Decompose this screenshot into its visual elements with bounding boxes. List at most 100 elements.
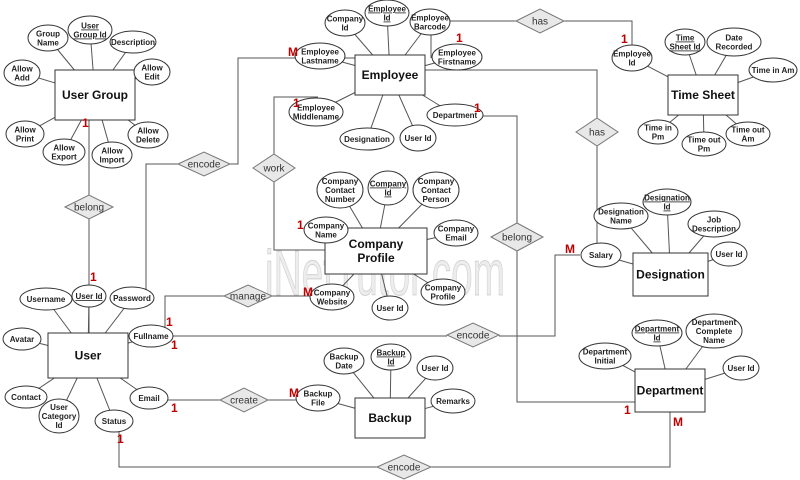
attribute-bk-user-id[interactable]: User Id <box>416 355 454 381</box>
cardinality-ts-has: 1 <box>621 32 628 46</box>
attribute-bk-backup-date-label: Backup <box>330 353 359 362</box>
attribute-des-user-id[interactable]: User Id <box>710 241 748 267</box>
relationship-encode-1[interactable]: encode <box>176 151 232 177</box>
relationship-belong-2[interactable]: belong <box>489 222 545 252</box>
attribute-cp-company-name-label: Company <box>308 222 345 231</box>
entity-department[interactable]: Department <box>634 368 706 413</box>
relationship-belong-2-label: belong <box>502 233 532 244</box>
conn-work-cp <box>273 182 325 251</box>
attribute-usr-username-label: Username <box>27 295 66 304</box>
entity-backup[interactable]: Backup <box>354 397 426 439</box>
attribute-dep-user-id[interactable]: User Id <box>722 355 760 381</box>
attribute-usr-avatar[interactable]: Avatar <box>2 327 42 351</box>
attribute-des-salary[interactable]: Salary <box>580 242 622 268</box>
relationship-create[interactable]: create <box>218 387 270 413</box>
attribute-usr-username[interactable]: Username <box>19 287 73 311</box>
relationship-manage[interactable]: manage <box>222 284 274 308</box>
entity-user[interactable]: User <box>47 332 129 379</box>
attribute-cp-contact-number-label: Company <box>322 177 359 186</box>
entity-backup-label: Backup <box>368 411 411 425</box>
attribute-cp-contact-number-label: Number <box>325 195 355 204</box>
entity-user-group[interactable]: User Group <box>54 69 136 121</box>
attribute-usr-status[interactable]: Status <box>94 409 134 433</box>
relationship-has-2-label: has <box>589 128 605 139</box>
entity-employee[interactable]: Employee <box>354 54 426 96</box>
attribute-emp-user-id[interactable]: User Id <box>399 124 437 152</box>
attribute-usr-category-id-label: Category <box>42 412 77 421</box>
attribute-dep-initial-label: Initial <box>595 357 616 366</box>
attribute-ug-user-group-id-label: Group Id <box>73 31 106 40</box>
attribute-usr-password[interactable]: Password <box>109 286 155 310</box>
entity-time-sheet[interactable]: Time Sheet <box>667 74 739 116</box>
relationship-belong-1[interactable]: belong <box>63 194 115 220</box>
attribute-emp-employee-id-label: Employee <box>368 5 406 14</box>
attribute-cp-user-id[interactable]: User Id <box>371 295 409 321</box>
attribute-cp-company-id-label: Company <box>370 180 407 189</box>
attribute-usr-user-id[interactable]: User Id <box>71 284 107 308</box>
relationship-encode-2[interactable]: encode <box>445 322 501 348</box>
relationship-encode-3-label: encode <box>388 463 421 474</box>
attribute-emp-department[interactable]: Department <box>426 103 484 127</box>
attribute-cp-contact-number-label: Contact <box>325 186 355 195</box>
attribute-ts-date-recorded-label: Recorded <box>716 43 753 52</box>
attribute-bk-remarks[interactable]: Remarks <box>430 388 476 414</box>
attribute-usr-contact[interactable]: Contact <box>4 385 48 409</box>
attribute-usr-fullname[interactable]: Fullname <box>128 324 174 348</box>
attribute-ug-description[interactable]: Description <box>109 30 157 54</box>
attribute-cp-company-id-label: Id <box>384 189 391 198</box>
attribute-emp-firstname-label: Firstname <box>438 58 477 67</box>
relationship-has-1[interactable]: has <box>514 8 566 34</box>
cardinality-ug-belong: 1 <box>82 116 89 130</box>
relationship-encode-3[interactable]: encode <box>375 454 433 480</box>
attribute-emp-designation[interactable]: Designation <box>339 127 395 151</box>
attribute-ts-time-in-am[interactable]: Time in Am <box>748 57 798 83</box>
relationship-manage-label: manage <box>230 292 267 303</box>
relationship-has-2[interactable]: has <box>575 117 619 147</box>
attribute-ug-allow-import-label: Import <box>100 156 125 165</box>
entity-user-label: User <box>75 349 102 363</box>
entity-designation[interactable]: Designation <box>632 252 709 297</box>
attribute-usr-email[interactable]: Email <box>129 386 169 410</box>
attribute-dep-user-id-label: User Id <box>727 364 754 373</box>
attribute-ts-time-out-am-label: Am <box>742 135 755 144</box>
relationship-work[interactable]: work <box>252 153 296 183</box>
attribute-emp-lastname-label: Lastname <box>301 57 339 66</box>
